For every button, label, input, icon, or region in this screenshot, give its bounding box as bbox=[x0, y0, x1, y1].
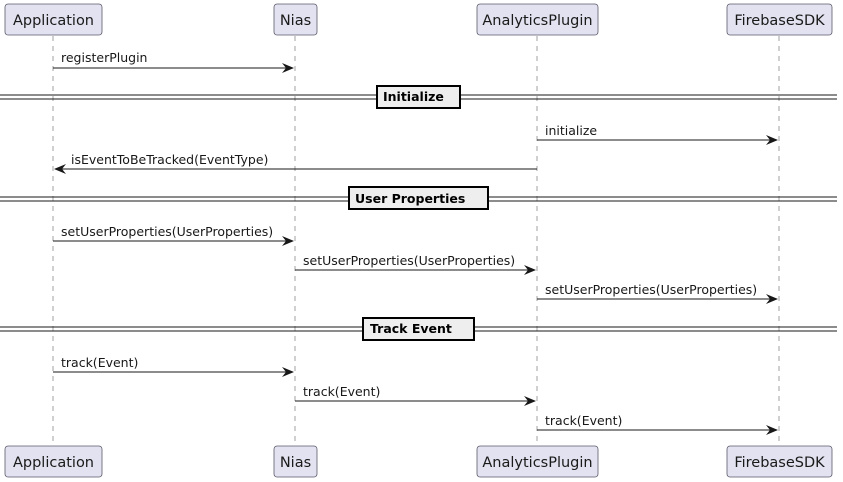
participant-application-top: Application bbox=[4, 3, 103, 36]
participant-label: AnalyticsPlugin bbox=[482, 455, 592, 471]
participant-application-bottom: Application bbox=[4, 445, 103, 478]
message-track-plugin-to-firebase: track(Event) bbox=[537, 413, 778, 435]
section-label: User Properties bbox=[355, 191, 465, 206]
participant-analyticsplugin-bottom: AnalyticsPlugin bbox=[476, 445, 599, 478]
section-label: Track Event bbox=[370, 321, 452, 336]
message-set-user-properties-plugin-to-firebase: setUserProperties(UserProperties) bbox=[537, 282, 778, 304]
participant-label: Nias bbox=[280, 455, 311, 471]
participant-nias-top: Nias bbox=[273, 3, 318, 36]
message-label: initialize bbox=[545, 123, 597, 138]
message-label: registerPlugin bbox=[61, 50, 147, 65]
section-divider-initialize: Initialize bbox=[0, 85, 837, 109]
message-label: track(Event) bbox=[545, 413, 622, 428]
message-label: setUserProperties(UserProperties) bbox=[61, 224, 273, 239]
participant-label: Application bbox=[13, 13, 94, 29]
participant-label: Nias bbox=[280, 13, 311, 29]
message-label: track(Event) bbox=[303, 384, 380, 399]
section-label: Initialize bbox=[383, 89, 444, 104]
message-label: isEventToBeTracked(EventType) bbox=[71, 152, 268, 167]
message-track-app-to-nias: track(Event) bbox=[53, 355, 294, 377]
message-set-user-properties-app-to-nias: setUserProperties(UserProperties) bbox=[53, 224, 294, 246]
section-divider-user-properties: User Properties bbox=[0, 186, 837, 210]
participant-nias-bottom: Nias bbox=[273, 445, 318, 478]
message-is-event-to-be-tracked: isEventToBeTracked(EventType) bbox=[54, 152, 537, 174]
participant-label: FirebaseSDK bbox=[734, 13, 825, 29]
participant-label: Application bbox=[13, 455, 94, 471]
message-label: setUserProperties(UserProperties) bbox=[545, 282, 757, 297]
message-label: setUserProperties(UserProperties) bbox=[303, 253, 515, 268]
participant-label: FirebaseSDK bbox=[734, 455, 825, 471]
message-label: track(Event) bbox=[61, 355, 138, 370]
participant-label: AnalyticsPlugin bbox=[482, 13, 592, 29]
participant-analyticsplugin-top: AnalyticsPlugin bbox=[476, 3, 599, 36]
message-set-user-properties-nias-to-plugin: setUserProperties(UserProperties) bbox=[295, 253, 536, 275]
participant-firebasesdk-top: FirebaseSDK bbox=[726, 3, 833, 36]
section-divider-track-event: Track Event bbox=[0, 317, 837, 341]
message-initialize: initialize bbox=[537, 123, 778, 145]
participant-firebasesdk-bottom: FirebaseSDK bbox=[726, 445, 833, 478]
message-register-plugin: registerPlugin bbox=[53, 50, 294, 73]
message-track-nias-to-plugin: track(Event) bbox=[295, 384, 536, 406]
